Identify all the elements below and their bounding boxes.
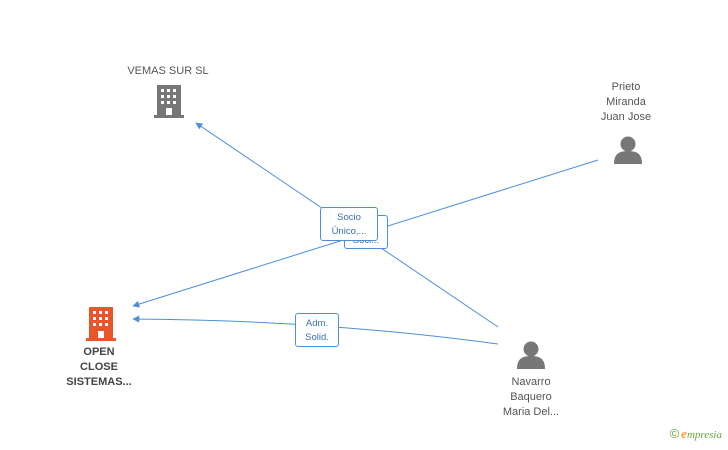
building-icon[interactable]: [154, 85, 184, 118]
brand-logo: ©empresia: [670, 426, 722, 442]
edge-label-socio-unico[interactable]: Socio Único,...: [320, 207, 378, 241]
node-label-open-close[interactable]: OPEN CLOSE SISTEMAS...: [66, 346, 132, 388]
building-icon[interactable]: [86, 307, 116, 341]
node-label-vemas[interactable]: VEMAS SUR SL: [127, 65, 209, 77]
person-icon[interactable]: [517, 341, 545, 370]
edge-label-adm-solid[interactable]: Adm. Solid.: [295, 313, 339, 347]
copyright-icon: ©: [669, 426, 680, 441]
brand-name: mpresia: [686, 429, 722, 441]
brand-e: e: [681, 426, 687, 441]
node-label-prieto[interactable]: Prieto Miranda Juan Jose: [600, 81, 652, 123]
node-label-navarro[interactable]: Navarro Baquero Maria Del...: [502, 376, 560, 418]
person-icon[interactable]: [614, 136, 642, 165]
